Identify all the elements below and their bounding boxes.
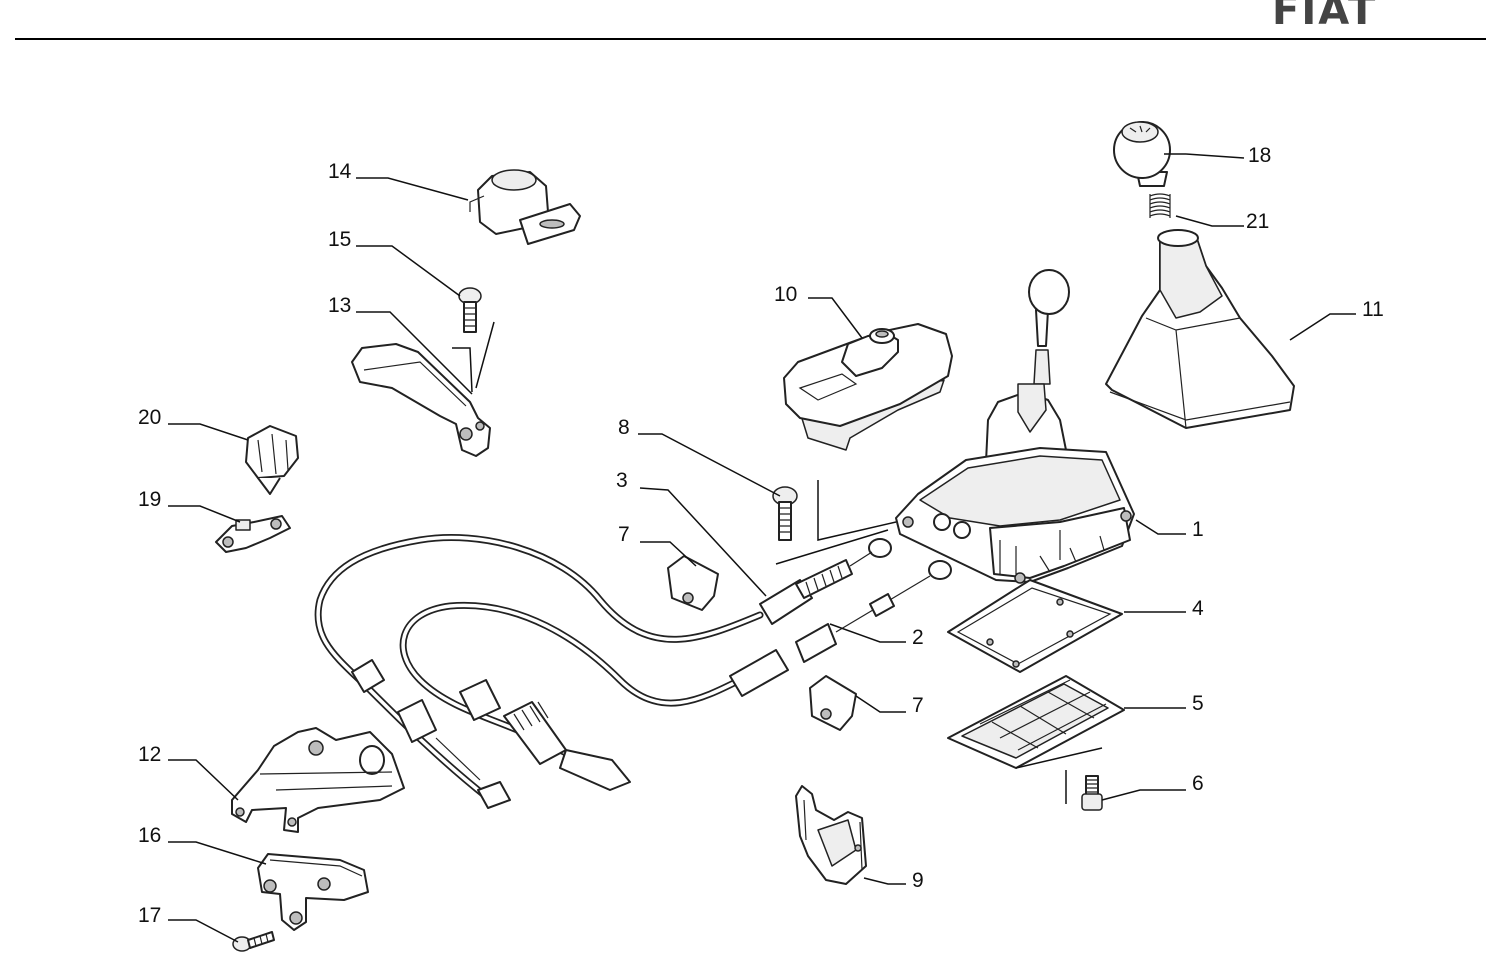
callout-labels: 1 2 3 4 5 6 7 7 8 9 10 11 12 13 14 15 16… bbox=[138, 144, 1384, 927]
callout-1: 1 bbox=[1192, 518, 1204, 541]
callout-18: 18 bbox=[1248, 144, 1271, 167]
part-7-cable-clip-upper[interactable] bbox=[667, 555, 719, 611]
part-21-spring[interactable] bbox=[1149, 193, 1171, 218]
callout-2: 2 bbox=[912, 626, 924, 649]
part-10-console-cover[interactable] bbox=[783, 323, 953, 451]
part-5-base-plate[interactable] bbox=[947, 675, 1125, 769]
callout-9: 9 bbox=[912, 869, 924, 892]
callout-17: 17 bbox=[138, 904, 161, 927]
part-18-gear-knob[interactable] bbox=[1113, 121, 1171, 187]
part-15-screw[interactable] bbox=[458, 287, 482, 333]
part-14-cable-sleeve[interactable] bbox=[469, 169, 581, 245]
callout-8: 8 bbox=[618, 416, 630, 439]
part-4-gasket[interactable] bbox=[947, 579, 1123, 673]
callout-12: 12 bbox=[138, 743, 161, 766]
part-2-engagement-cable[interactable] bbox=[399, 560, 952, 791]
part-8-bolt[interactable] bbox=[772, 486, 798, 541]
callout-6: 6 bbox=[1192, 772, 1204, 795]
callout-10: 10 bbox=[774, 283, 797, 306]
callout-14: 14 bbox=[328, 160, 352, 183]
part-16-support-bracket[interactable] bbox=[257, 853, 369, 931]
header-rule bbox=[15, 38, 1486, 40]
part-19-plate[interactable] bbox=[215, 515, 291, 553]
callout-20: 20 bbox=[138, 406, 161, 429]
part-9-mounting-bracket[interactable] bbox=[795, 785, 867, 885]
leader-lines bbox=[168, 153, 1356, 943]
callout-4: 4 bbox=[1192, 597, 1204, 620]
part-20-retaining-clip[interactable] bbox=[245, 425, 299, 495]
callout-21: 21 bbox=[1246, 210, 1269, 233]
part-3-selector-cable[interactable] bbox=[314, 534, 892, 809]
callout-16: 16 bbox=[138, 824, 161, 847]
part-11-gear-boot[interactable] bbox=[1105, 229, 1295, 429]
part-13-lever-arm[interactable] bbox=[351, 343, 491, 457]
callout-7-upper: 7 bbox=[618, 523, 630, 546]
callout-3: 3 bbox=[616, 469, 628, 492]
callout-5: 5 bbox=[1192, 692, 1204, 715]
callout-15: 15 bbox=[328, 228, 351, 251]
part-12-bracket[interactable] bbox=[231, 727, 405, 833]
fiat-logo: FIAT bbox=[1272, 0, 1378, 34]
part-1-gearshift-assembly[interactable] bbox=[895, 269, 1135, 584]
callout-13: 13 bbox=[328, 294, 351, 317]
callout-19: 19 bbox=[138, 488, 161, 511]
part-17-bolt[interactable] bbox=[232, 931, 275, 952]
callout-11: 11 bbox=[1362, 298, 1384, 321]
callout-7-lower: 7 bbox=[912, 694, 924, 717]
part-7-cable-clip-lower[interactable] bbox=[809, 675, 857, 731]
part-6-bolt[interactable] bbox=[1081, 775, 1103, 811]
